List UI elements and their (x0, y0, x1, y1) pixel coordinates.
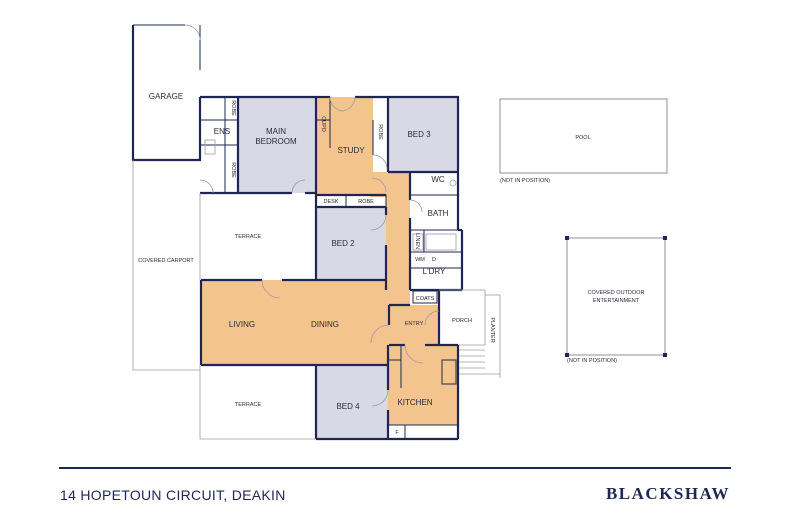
agency-logo[interactable]: BLACKSHAW (605, 484, 730, 503)
wc-label: WC (431, 175, 445, 184)
bed4-fill (316, 366, 388, 439)
terrace-top-label: TERRACE (235, 234, 262, 240)
entry-label: ENTRY (405, 321, 424, 327)
coats-label: COATS (416, 296, 435, 302)
study-label: STUDY (337, 146, 365, 155)
d-label: D (432, 257, 436, 263)
door-swings (184, 24, 457, 407)
room-labels: GARAGE ROBE ENS ROBE MAIN BEDROOM CUPD S… (138, 92, 644, 436)
bed2-label: BED 2 (331, 239, 355, 248)
main-bedroom-fill (238, 97, 316, 193)
robe-label-1: ROBE (230, 100, 236, 116)
not-in-position-label-1: (NOT IN POSITION) (500, 178, 550, 184)
linen-label: LINEN (414, 233, 420, 249)
entry-fill (389, 305, 439, 345)
wm-label: WM (415, 257, 425, 263)
robe-label-3: ROBE (377, 124, 383, 140)
fridge-label: F (395, 430, 399, 436)
pool-outline (499, 98, 668, 174)
covered-outdoor-outline (565, 236, 667, 357)
bed4-label: BED 4 (336, 402, 360, 411)
ens-label: ENS (214, 127, 230, 136)
living-label: LIVING (229, 320, 255, 329)
covered-carport-label: COVERED CARPORT (138, 258, 194, 264)
kitchen-fill (388, 345, 458, 425)
robe-label-4: ROBE (358, 199, 374, 205)
study-fill (316, 97, 373, 195)
desk-label: DESK (324, 199, 339, 205)
terrace-bottom-label: TERRACE (235, 402, 262, 408)
robe-label-2: ROBE (230, 162, 236, 178)
bed3-fill (388, 97, 458, 172)
covered-outdoor-label-line1: COVERED OUTDOOR (588, 290, 645, 296)
bed2-fill (316, 207, 386, 280)
living-dining-fill (201, 280, 389, 365)
planter-label: PLANTER (489, 317, 495, 342)
not-in-position-label-2: (NOT IN POSITION) (567, 358, 617, 364)
main-bedroom-label-line1: MAIN (266, 127, 286, 136)
room-fills (201, 97, 458, 439)
garage-label: GARAGE (149, 92, 183, 101)
pool-label: POOL (575, 135, 590, 141)
ldry-label: L'DRY (423, 267, 446, 276)
cupd-label: CUPD (320, 116, 326, 132)
bath-label: BATH (428, 209, 449, 218)
footer-divider (59, 467, 731, 469)
porch-label: PORCH (452, 318, 472, 324)
kitchen-label: KITCHEN (397, 398, 432, 407)
walls (131, 24, 501, 441)
covered-outdoor-label-line2: ENTERTAINMENT (593, 298, 640, 304)
bed3-label: BED 3 (407, 130, 431, 139)
main-bedroom-label-line2: BEDROOM (255, 137, 297, 146)
dining-label: DINING (311, 320, 339, 329)
property-address: 14 HOPETOUN CIRCUIT, DEAKIN (60, 487, 286, 503)
